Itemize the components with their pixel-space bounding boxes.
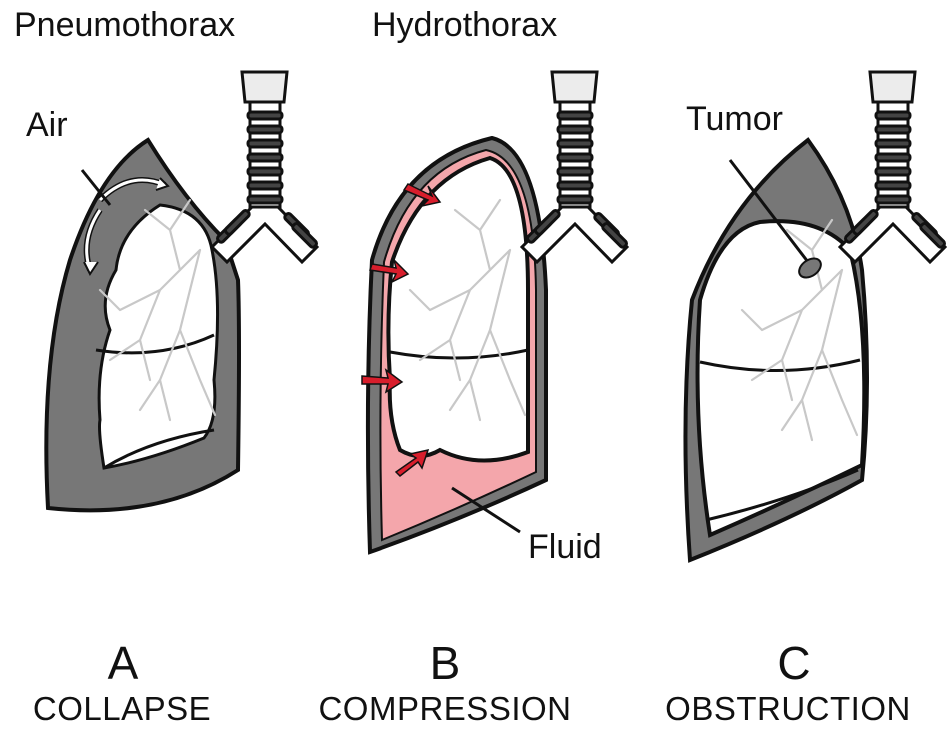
panel-b-heading: Hydrothorax bbox=[372, 8, 557, 42]
panel-b-lung bbox=[362, 72, 628, 552]
panel-a-heading: Pneumothorax bbox=[14, 8, 235, 42]
panel-b-caption: COMPRESSION bbox=[285, 692, 605, 725]
panel-c-lung bbox=[685, 72, 945, 560]
panel-c-caption: OBSTRUCTION bbox=[628, 692, 948, 725]
panel-a-callout: Air bbox=[26, 108, 68, 142]
panel-a-letter: A bbox=[23, 640, 223, 686]
panel-c-letter: C bbox=[694, 640, 894, 686]
panel-b-callout: Fluid bbox=[528, 530, 602, 564]
panel-a-caption: COLLAPSE bbox=[0, 692, 282, 725]
panel-c-callout: Tumor bbox=[686, 102, 783, 136]
panel-b-letter: B bbox=[345, 640, 545, 686]
panel-a-lung bbox=[46, 72, 317, 510]
